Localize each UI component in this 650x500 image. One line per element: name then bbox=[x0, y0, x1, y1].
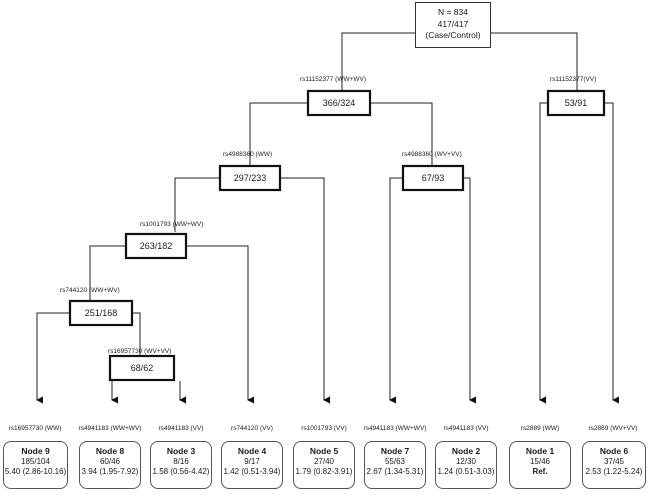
internal-node-53: 53/91 bbox=[546, 89, 606, 117]
connector-lines bbox=[36, 32, 619, 404]
leaf-name: Node 1 bbox=[525, 446, 555, 456]
node-counts: 53/91 bbox=[565, 98, 588, 108]
leaf-name: Node 2 bbox=[451, 446, 481, 456]
leaf-node-2: Node 2 12/30 1.24 (0.51-3.03) bbox=[435, 441, 497, 489]
leaf-counts: 12/30 bbox=[455, 456, 477, 466]
split-label: rs16957730 (WV+VV) bbox=[108, 348, 171, 355]
internal-node-297: 297/233 bbox=[218, 164, 282, 192]
leaf-split-label: rs4941183 (WW+WV) bbox=[79, 425, 142, 432]
leaf-split-label: rs4941183 (WW+WV) bbox=[364, 425, 427, 432]
leaf-node-3: Node 3 8/16 1.58 (0.56-4.42) bbox=[150, 441, 212, 489]
leaf-node-8: Node 8 60/46 3.94 (1.95-7.92) bbox=[79, 441, 141, 489]
leaf-odds-ratio: Ref. bbox=[532, 467, 548, 476]
leaf-odds-ratio: 1.79 (0.82-3.91) bbox=[295, 467, 353, 476]
leaf-name: Node 3 bbox=[166, 446, 196, 456]
node-counts: 366/324 bbox=[323, 98, 356, 108]
leaf-split-label: rs744120 (VV) bbox=[231, 425, 273, 432]
leaf-name: Node 9 bbox=[21, 446, 50, 456]
leaf-counts: 15/46 bbox=[529, 456, 551, 466]
root-total: N = 834 bbox=[437, 7, 468, 17]
leaf-split-label: rs2889 (WW) bbox=[521, 425, 559, 432]
leaf-counts: 27/40 bbox=[313, 456, 335, 466]
internal-node-68: 68/62 bbox=[108, 354, 176, 382]
leaf-node-7: Node 7 55/63 2.67 (1.34-5.31) bbox=[364, 441, 426, 489]
leaf-odds-ratio: 2.53 (1.22-5.24) bbox=[585, 467, 643, 476]
node-counts: 297/233 bbox=[234, 173, 267, 183]
leaf-name: Node 4 bbox=[237, 446, 267, 456]
leaf-node-6: Node 6 37/45 2.53 (1.22-5.24) bbox=[582, 441, 646, 489]
split-label: rs4988360 (WV+VV) bbox=[402, 151, 462, 158]
leaf-odds-ratio: 5.40 (2.86-10.16) bbox=[4, 467, 67, 476]
leaf-counts: 37/45 bbox=[603, 456, 625, 466]
leaf-counts: 55/63 bbox=[384, 456, 406, 466]
leaf-name: Node 5 bbox=[309, 446, 339, 456]
leaf-name: Node 6 bbox=[599, 446, 629, 456]
root-counts: 417/417 bbox=[437, 18, 469, 29]
leaf-odds-ratio: 1.58 (0.56-4.42) bbox=[152, 467, 210, 476]
internal-node-67: 67/93 bbox=[401, 164, 465, 192]
leaf-odds-ratio: 1.42 (0.51-3.94) bbox=[223, 467, 281, 476]
leaf-split-label: rs2889 (WV+VV) bbox=[589, 425, 638, 432]
split-label: rs744120 (WW+WV) bbox=[60, 287, 120, 294]
leaf-split-label: rs16957730 (WW) bbox=[9, 425, 62, 432]
split-label: rs4988360 (WW) bbox=[223, 151, 272, 158]
leaf-counts: 8/16 bbox=[173, 456, 189, 466]
internal-node-251: 251/168 bbox=[68, 299, 134, 327]
leaf-odds-ratio: 1.24 (0.51-3.03) bbox=[437, 467, 495, 476]
leaf-odds-ratio: 3.94 (1.95-7.92) bbox=[81, 467, 139, 476]
leaf-counts: 9/17 bbox=[244, 456, 260, 466]
split-label: rs11152377(VV) bbox=[550, 76, 596, 83]
split-label: rs1001793 (WW+WV) bbox=[140, 221, 203, 228]
node-counts: 263/182 bbox=[140, 241, 173, 251]
root-node: N = 834 417/417 (Case/Control) bbox=[415, 2, 491, 48]
internal-node-366: 366/324 bbox=[306, 89, 372, 117]
leaf-split-label: rs4941183 (VV) bbox=[158, 425, 203, 432]
leaf-odds-ratio: 2.67 (1.34-5.31) bbox=[366, 467, 424, 476]
leaf-split-label: rs1001793 (VV) bbox=[301, 425, 347, 432]
leaf-node-1: Node 1 15/46 Ref. bbox=[509, 441, 571, 489]
node-counts: 251/168 bbox=[85, 308, 118, 318]
leaf-node-5: Node 5 27/40 1.79 (0.82-3.91) bbox=[293, 441, 355, 489]
leaf-counts: 60/46 bbox=[99, 456, 121, 466]
split-label: rs11152377 (WW+WV) bbox=[300, 76, 366, 83]
root-note: (Case/Control) bbox=[425, 30, 481, 40]
internal-node-263: 263/182 bbox=[124, 232, 188, 260]
node-counts: 67/93 bbox=[422, 173, 445, 183]
leaf-node-4: Node 4 9/17 1.42 (0.51-3.94) bbox=[221, 441, 283, 489]
leaf-name: Node 7 bbox=[380, 446, 410, 456]
leaf-counts: 185/104 bbox=[21, 456, 50, 466]
node-counts: 68/62 bbox=[131, 363, 154, 373]
leaf-node-9: Node 9 185/104 5.40 (2.86-10.16) bbox=[3, 441, 68, 489]
leaf-split-label: rs4941183 (VV) bbox=[443, 425, 488, 432]
leaf-name: Node 8 bbox=[95, 446, 125, 456]
